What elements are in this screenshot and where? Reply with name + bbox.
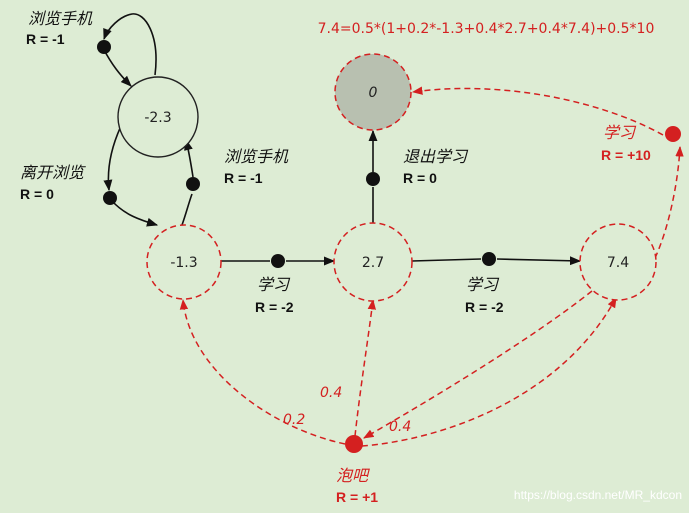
edge-study2-to-class3 [496, 256, 582, 266]
action-dot-phone-top [97, 40, 111, 54]
reward-study1: R = -2 [255, 299, 294, 315]
reward-leave-browse: R = 0 [20, 186, 54, 202]
edge-class2-to-study2 [411, 258, 482, 262]
action-dot-study2 [482, 252, 496, 266]
prob-to-class1: 0.2 [283, 412, 305, 428]
reward-study3: R = +10 [601, 147, 651, 163]
edge-leave-to-class1 [111, 200, 159, 227]
edge-pub-to-class3 [361, 297, 617, 447]
formula-text: 7.4=0.5*(1+0.2*-1.3+0.4*2.7+0.4*7.4)+0.5… [318, 21, 655, 37]
reward-study2: R = -2 [465, 299, 504, 315]
prob-to-class2: 0.4 [320, 385, 342, 401]
label-pub: 泡吧 [336, 466, 370, 485]
edge-phone-to-leave [103, 125, 122, 192]
edge-class3-to-pub [363, 290, 593, 439]
reward-pub: R = +1 [336, 489, 378, 505]
action-dot-study1 [271, 254, 285, 268]
label-study3: 学习 [603, 123, 637, 142]
action-dot-leave [103, 191, 117, 205]
reward-phone-top: R = -1 [26, 31, 65, 47]
reward-quit-study: R = 0 [403, 170, 437, 186]
state-class2-value: 2.7 [362, 255, 384, 271]
state-class3-value: 7.4 [607, 255, 629, 271]
state-class1 [146, 224, 222, 300]
edge-phone-action-to-state [102, 47, 132, 87]
action-dot-pub [345, 435, 363, 453]
state-terminal [334, 53, 412, 131]
edge-browse-to-phone [184, 138, 194, 178]
edge-phone-state-loop [103, 13, 157, 76]
label-browse-phone: 浏览手机 [224, 147, 289, 166]
edge-pub-to-class2 [354, 298, 376, 437]
state-phone-value: -2.3 [144, 110, 171, 126]
label-quit-study: 退出学习 [403, 147, 469, 166]
state-terminal-value: 0 [369, 85, 378, 101]
watermark: https://blog.csdn.net/MR_kdcon [514, 488, 682, 502]
edge-class1-to-browse [181, 193, 193, 226]
edge-study3-to-terminal [411, 86, 664, 136]
label-study1: 学习 [257, 275, 291, 294]
edge-class3-to-study3 [654, 145, 684, 259]
label-study2: 学习 [466, 275, 500, 294]
label-leave-browse: 离开浏览 [20, 163, 86, 182]
state-class1-value: -1.3 [170, 255, 197, 271]
prob-to-class3: 0.4 [389, 419, 411, 435]
edge-pub-to-class1 [179, 298, 346, 445]
state-class3 [579, 223, 657, 301]
reward-browse-phone: R = -1 [224, 170, 263, 186]
state-class2 [333, 222, 413, 302]
state-phone [117, 76, 199, 158]
action-dot-quit [366, 172, 380, 186]
action-dot-study3 [665, 126, 681, 142]
label-phone-top: 浏览手机 [28, 9, 93, 28]
action-dot-browse [186, 177, 200, 191]
